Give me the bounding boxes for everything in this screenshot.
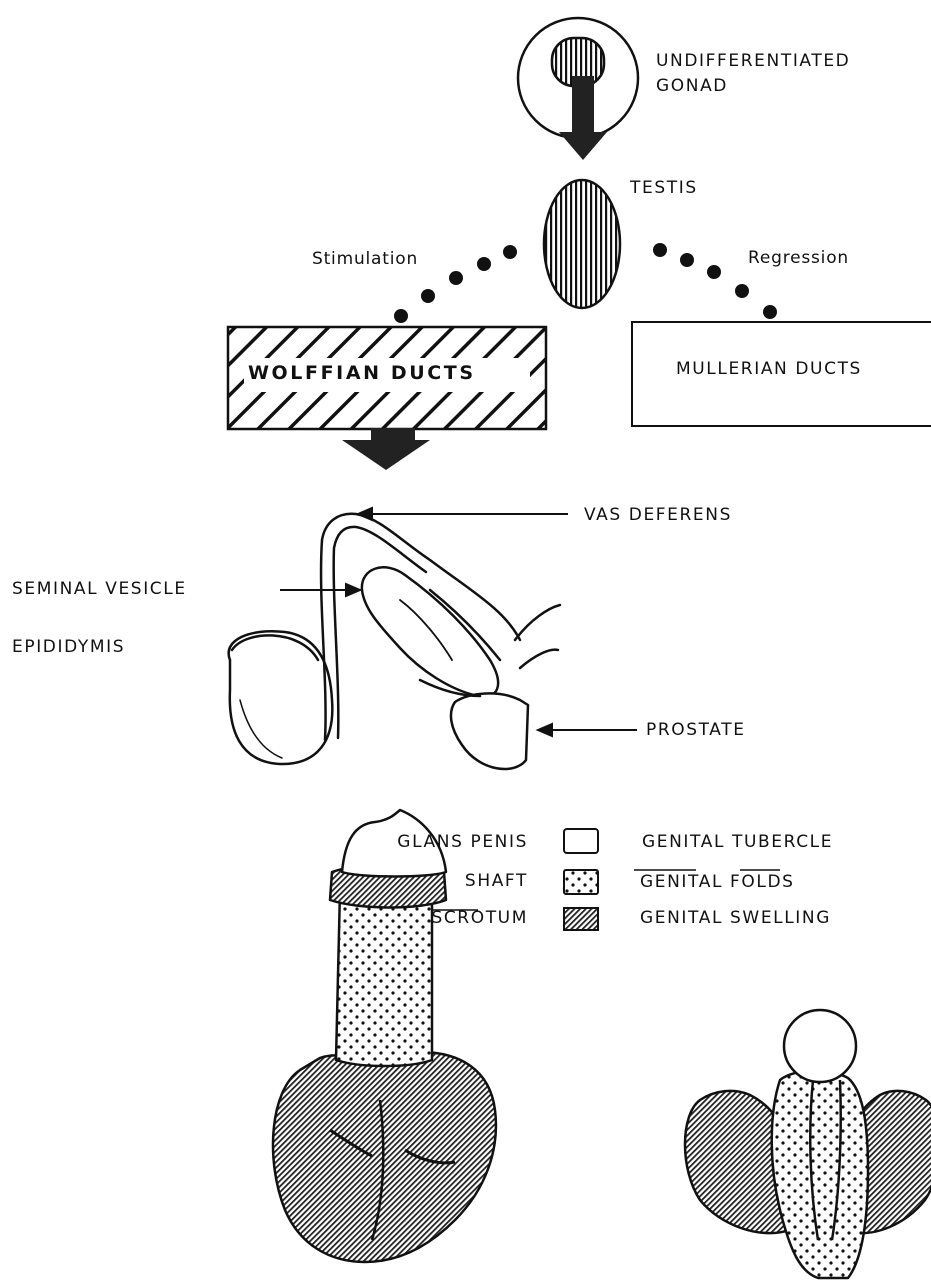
- legend-origin-genital-swelling: GENITAL SWELLING: [640, 907, 831, 929]
- prostate-label: PROSTATE: [646, 719, 746, 741]
- legend-adult-glans-penis: GLANS PENIS: [397, 831, 528, 853]
- adult-external-genitalia-drawing: [260, 810, 497, 1265]
- regression-label: Regression: [748, 247, 849, 269]
- seminal-vesicle-label: SEMINAL VESICLE: [12, 578, 187, 600]
- legend-swatch-hatched: [564, 908, 598, 930]
- arrow-down-icon: [342, 428, 430, 470]
- legend-origin-genital-tubercle: GENITAL TUBERCLE: [642, 831, 833, 853]
- epididymis-label: EPIDIDYMIS: [12, 636, 125, 658]
- legend-swatch-plain: [564, 829, 598, 853]
- gonad-label-line2: GONAD: [656, 75, 728, 97]
- legend-swatch-dotted: [564, 870, 598, 894]
- mullerian-ducts-label: MULLERIAN DUCTS: [676, 358, 862, 380]
- embryonic-genitalia-drawing: [685, 1010, 931, 1278]
- internal-organs-drawing: [229, 514, 560, 769]
- testis-label: TESTIS: [630, 177, 698, 199]
- testis-shape: [544, 180, 620, 308]
- legend-origin-genital-folds: GENITAL FOLDS: [640, 871, 795, 893]
- stimulation-label: Stimulation: [312, 248, 418, 270]
- gonad-label-line1: UNDIFFERENTIATED: [656, 50, 850, 72]
- legend-adult-shaft: SHAFT: [465, 870, 528, 892]
- wolffian-ducts-label: WOLFFIAN DUCTS: [248, 362, 476, 384]
- vas-deferens-label: VAS DEFERENS: [584, 504, 732, 526]
- legend-adult-scrotum: SCROTUM: [431, 907, 528, 929]
